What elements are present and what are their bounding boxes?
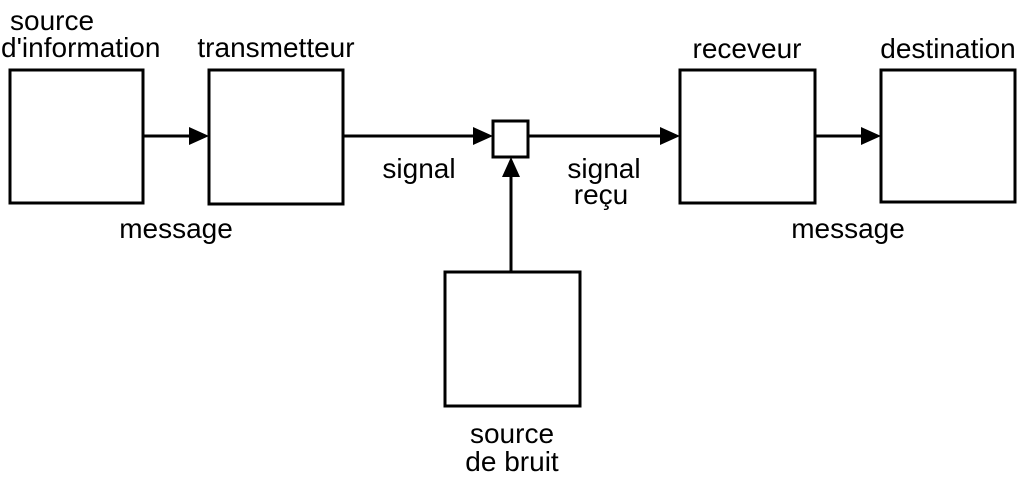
arrow-noise-to-junction bbox=[502, 157, 520, 272]
noise-source-label-line1: source bbox=[470, 418, 554, 449]
arrowhead-right-icon bbox=[473, 127, 493, 145]
signal-label: signal bbox=[382, 153, 455, 184]
signal-received-label-line1: signal bbox=[567, 153, 640, 184]
transmitter-box bbox=[207, 68, 345, 206]
channel-junction-box bbox=[491, 119, 530, 159]
information-source-box bbox=[8, 68, 145, 205]
noise-source-label-line2: de bruit bbox=[465, 446, 559, 477]
receiver-box bbox=[678, 68, 817, 205]
destination-box bbox=[879, 68, 1017, 204]
transmitter-label: transmetteur bbox=[197, 32, 354, 63]
arrow-transmitter-to-junction bbox=[343, 127, 493, 145]
signal-received-label-line2: reçu bbox=[574, 179, 628, 210]
message-left-label: message bbox=[119, 213, 233, 244]
arrowhead-up-icon bbox=[502, 157, 520, 177]
message-right-label: message bbox=[791, 213, 905, 244]
arrowhead-right-icon bbox=[660, 127, 680, 145]
arrow-junction-to-receiver bbox=[528, 127, 680, 145]
noise-source-box bbox=[443, 270, 582, 408]
information-source-label-line1: source bbox=[10, 5, 94, 36]
arrowhead-right-icon bbox=[189, 127, 209, 145]
arrowhead-right-icon bbox=[861, 127, 881, 145]
information-source-label-line2: d'information bbox=[1, 32, 160, 63]
destination-label: destination bbox=[880, 33, 1015, 64]
arrow-source-to-transmitter bbox=[143, 127, 209, 145]
receiver-label: receveur bbox=[693, 33, 802, 64]
arrow-receiver-to-destination bbox=[815, 127, 881, 145]
